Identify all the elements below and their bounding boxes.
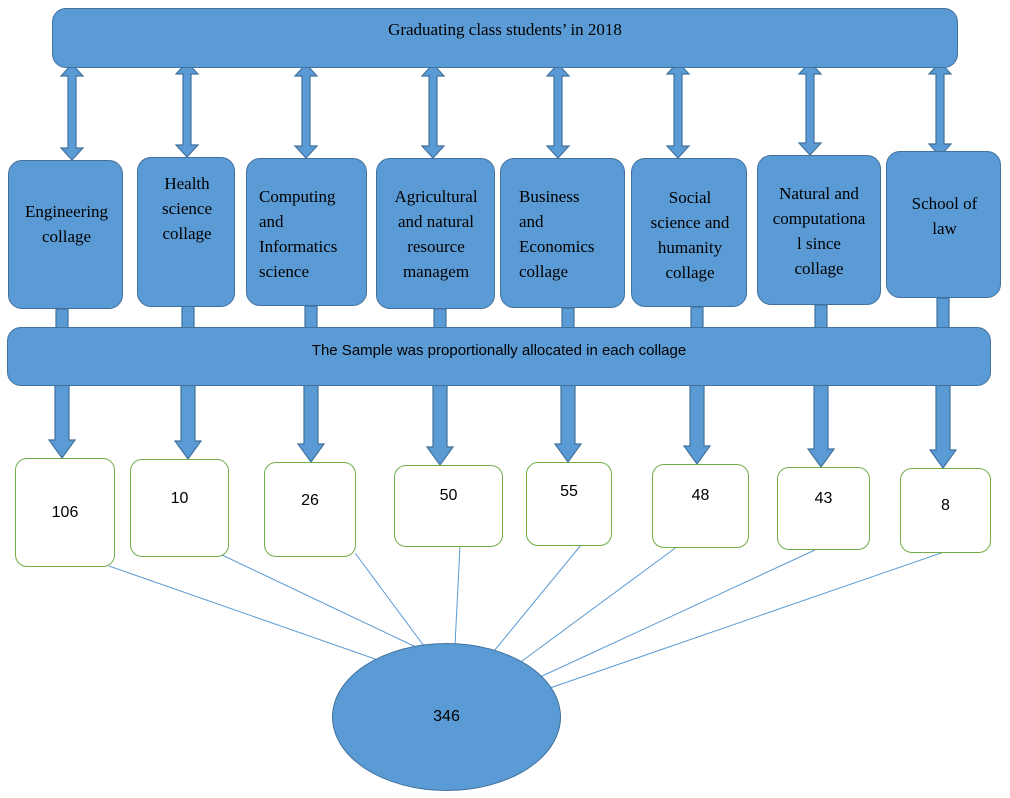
college-label: School of law <box>911 194 978 238</box>
connector-stem-3 <box>433 308 447 329</box>
down-arrow-1 <box>173 384 203 461</box>
allocation-text: The Sample was proportionally allocated … <box>311 342 687 359</box>
allocation-banner: The Sample was proportionally allocated … <box>7 327 991 386</box>
down-arrow-7 <box>928 384 958 470</box>
total-sample: 346 <box>332 643 561 791</box>
fan-line-7 <box>549 551 945 689</box>
connector-stem-6 <box>814 304 828 329</box>
college-box-computing: Computing and Informatics science <box>246 158 367 306</box>
count-business: 55 <box>526 462 612 546</box>
connector-stem-2 <box>304 305 318 329</box>
college-box-health: Health science collage <box>137 157 235 307</box>
count-computing: 26 <box>264 462 356 557</box>
fan-line-2 <box>354 552 425 647</box>
college-box-law: School of law <box>886 151 1001 298</box>
bidirectional-arrow-3 <box>420 63 446 159</box>
college-label: Business and Economics collage <box>519 187 595 281</box>
count-engineering: 106 <box>15 458 115 567</box>
college-label: Natural and computational since collage <box>772 184 866 278</box>
college-label: Agricultural and natural resource manage… <box>394 187 478 281</box>
bidirectional-arrow-0 <box>59 63 85 161</box>
college-box-social: Social science and humanity collage <box>631 158 747 307</box>
fan-line-3 <box>454 545 461 646</box>
bidirectional-arrow-5 <box>665 61 691 159</box>
count-law: 8 <box>900 468 991 553</box>
down-arrow-5 <box>682 384 712 466</box>
header-title: Graduating class students’ in 2018 <box>388 20 622 39</box>
bidirectional-arrow-7 <box>927 61 953 157</box>
connector-stem-7 <box>936 297 950 329</box>
fan-line-0 <box>108 565 379 661</box>
count-health: 10 <box>130 459 229 557</box>
college-box-engineering: Engineering collage <box>8 160 123 309</box>
connector-stem-5 <box>690 306 704 329</box>
connector-stem-1 <box>181 305 195 329</box>
connector-stem-4 <box>561 307 575 329</box>
college-label: Health science collage <box>161 173 213 243</box>
count-agriculture: 50 <box>394 465 503 547</box>
fan-line-1 <box>221 554 419 649</box>
bidirectional-arrow-1 <box>174 61 200 158</box>
count-social: 48 <box>652 464 749 548</box>
down-arrow-4 <box>553 384 583 464</box>
count-natural: 43 <box>777 467 870 550</box>
bidirectional-arrow-2 <box>293 63 319 159</box>
college-label: Social science and humanity collage <box>650 188 730 282</box>
connector-stem-0 <box>55 308 69 329</box>
college-box-natural: Natural and computational since collage <box>757 155 881 305</box>
college-label: Computing and Informatics science <box>259 187 338 281</box>
down-arrow-3 <box>425 384 455 467</box>
down-arrow-2 <box>296 384 326 464</box>
fan-line-6 <box>539 549 816 678</box>
bidirectional-arrow-6 <box>797 61 823 156</box>
college-box-business: Business and Economics collage <box>500 158 625 308</box>
down-arrow-0 <box>47 384 77 460</box>
down-arrow-6 <box>806 384 836 469</box>
college-label: Engineering collage <box>24 202 109 246</box>
fan-line-4 <box>493 544 582 652</box>
college-box-agriculture: Agricultural and natural resource manage… <box>376 158 495 309</box>
bidirectional-arrow-4 <box>545 63 571 159</box>
header-banner: Graduating class students’ in 2018 <box>52 8 958 68</box>
fan-line-5 <box>517 545 679 665</box>
